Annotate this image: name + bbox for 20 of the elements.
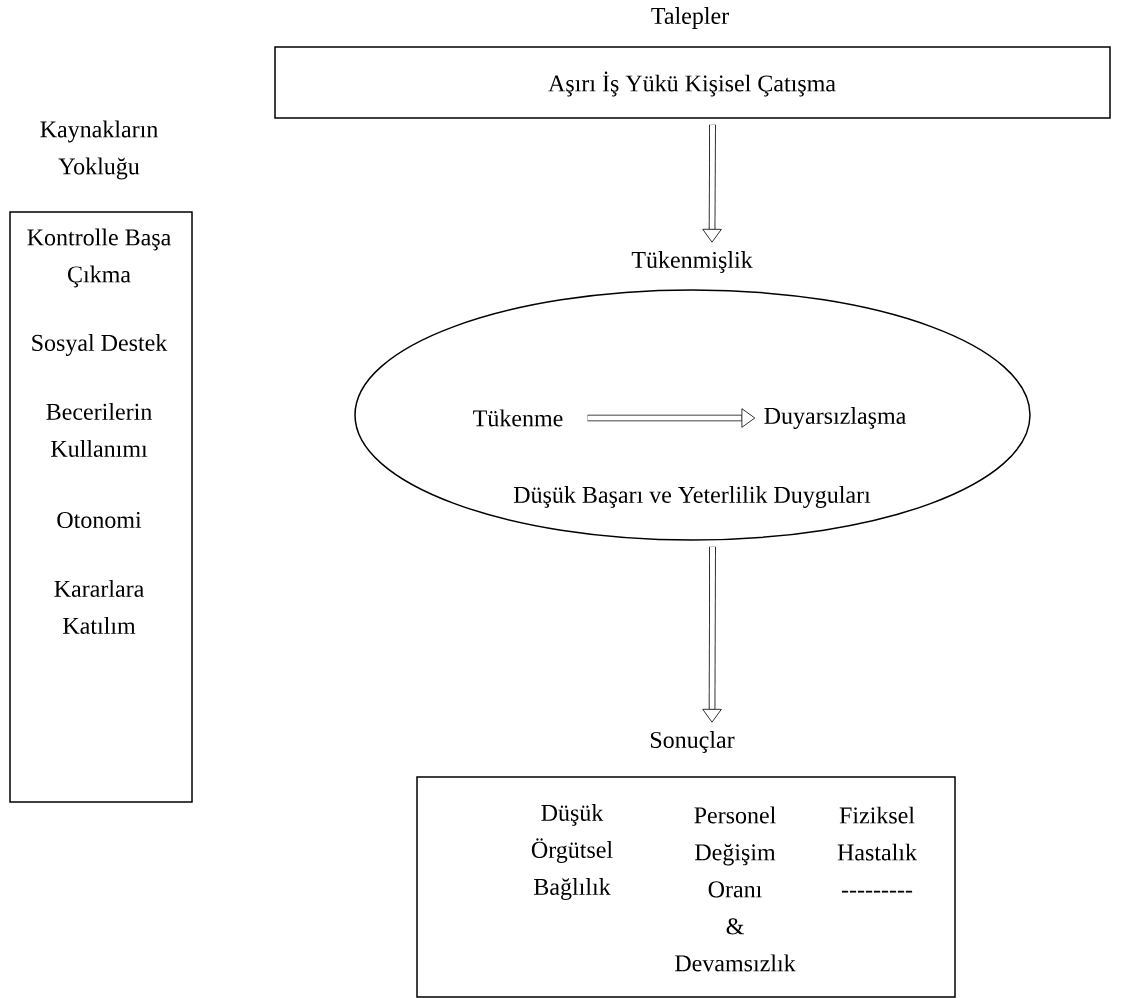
heading: Talepler: [651, 7, 729, 29]
text-label: Tükenme: [473, 409, 563, 427]
node-label: Kararlara Katılım: [54, 580, 144, 634]
node-label: Sosyal Destek: [32, 334, 168, 356]
outcomes-box: Düşük Örgütsel Bağlılık Personel Değişim Oranı & Devamsızlık Fiziksel Hastalık ---------: [416, 776, 956, 998]
node-label: Personel Değişim Oranı & Devamsızlık: [675, 806, 796, 972]
text-label: Duyarsızlaşma: [764, 407, 906, 429]
arrow: [587, 408, 756, 428]
node-label: Fiziksel Hastalık ---------: [837, 806, 917, 893]
resources-box: Kontrolle Başa Çıkma Sosyal Destek Becerilerin Kullanımı Otonomi Kararlara Katılım: [9, 211, 193, 803]
heading: Kaynakların Yokluğu: [40, 120, 158, 180]
heading: Tükenmişlik: [631, 251, 753, 273]
node-label: Düşük Örgütsel Bağlılık: [531, 804, 613, 900]
node-label: Becerilerin Kullanımı: [46, 403, 152, 457]
demands-box: Aşırı İş Yükü Kişisel Çatışma: [274, 46, 1111, 119]
node-label: Kontrolle Başa Çıkma: [27, 228, 171, 288]
node-label: Otonomi: [57, 511, 142, 529]
arrow: [702, 546, 722, 723]
heading: Sonuçlar: [650, 731, 735, 753]
arrow: [702, 124, 722, 243]
